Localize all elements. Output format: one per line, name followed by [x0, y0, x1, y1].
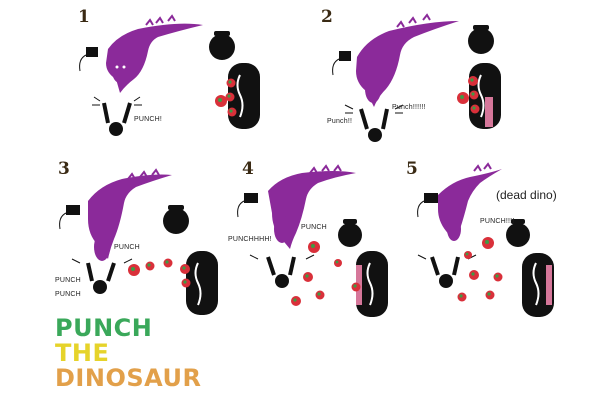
punch-text: PUNCH!	[134, 116, 163, 123]
punch-text: PUNCH	[114, 244, 140, 251]
panel-number: 5	[406, 159, 418, 179]
kettlebell-icon	[506, 219, 530, 247]
kettlebell-icon	[163, 205, 189, 234]
tablet-icon	[332, 51, 351, 76]
dinosaur-icon	[88, 168, 172, 261]
panel-5-art	[417, 162, 554, 317]
title-line-3: DINOSAUR	[55, 364, 202, 392]
kettlebell-icon	[209, 31, 235, 60]
boxer-icon	[417, 254, 477, 288]
apples-icon	[457, 76, 480, 114]
panel-number: 4	[242, 159, 254, 179]
punching-bag-icon	[522, 253, 554, 317]
punch-text: Punch!!!!!!	[392, 104, 426, 111]
boxer-icon	[71, 258, 133, 294]
panel-3-art	[59, 168, 218, 315]
punch-text: Punch!!	[327, 118, 353, 125]
panel-number: 1	[78, 7, 90, 27]
apples-icon	[128, 258, 191, 288]
panel-1-art	[79, 14, 260, 136]
tablet-icon	[79, 47, 98, 72]
dinosaur-icon	[106, 14, 203, 94]
apples-icon	[215, 78, 237, 117]
panel-number: 2	[321, 7, 333, 27]
boxer-icon	[92, 96, 142, 136]
game-title: PUNCH THE DINOSAUR	[55, 316, 201, 391]
tablet-icon	[417, 193, 438, 218]
comic-panel-2: 2 Punch!! P	[297, 5, 501, 155]
dinosaur-icon	[356, 13, 459, 107]
panel-number: 3	[58, 159, 70, 179]
punch-text: PUNCH!!!!	[480, 218, 515, 225]
apples-icon	[457, 237, 503, 302]
dinosaur-icon	[438, 162, 502, 241]
boxer-icon	[249, 254, 315, 288]
comic-panel-3: 3 PUNCH PUN	[48, 155, 238, 315]
kettlebell-icon	[338, 219, 362, 247]
punch-text: PUNCH	[55, 277, 81, 284]
punching-bag-icon	[356, 251, 388, 317]
panel-2-art	[332, 13, 501, 142]
comic-panel-1: 1 PUNC	[50, 5, 260, 155]
title-line-1: PUNCH	[55, 314, 153, 342]
boxer-icon	[344, 104, 404, 142]
comic-panel-5: 5	[398, 155, 588, 317]
punch-text: PUNCH	[55, 291, 81, 298]
kettlebell-icon	[468, 25, 494, 54]
punching-bag-icon	[186, 251, 218, 315]
dinosaur-icon	[268, 164, 356, 249]
panel-4-art	[237, 164, 388, 317]
dead-dino-caption: (dead dino)	[496, 188, 557, 202]
apples-icon	[291, 241, 361, 306]
comic-panel-4: 4	[228, 155, 418, 317]
punch-text: PUNCH	[301, 224, 327, 231]
punch-text: PUNCHHHH!	[228, 236, 272, 243]
title-line-2: THE	[55, 339, 110, 367]
tablet-icon	[237, 193, 258, 218]
tablet-icon	[59, 205, 80, 230]
